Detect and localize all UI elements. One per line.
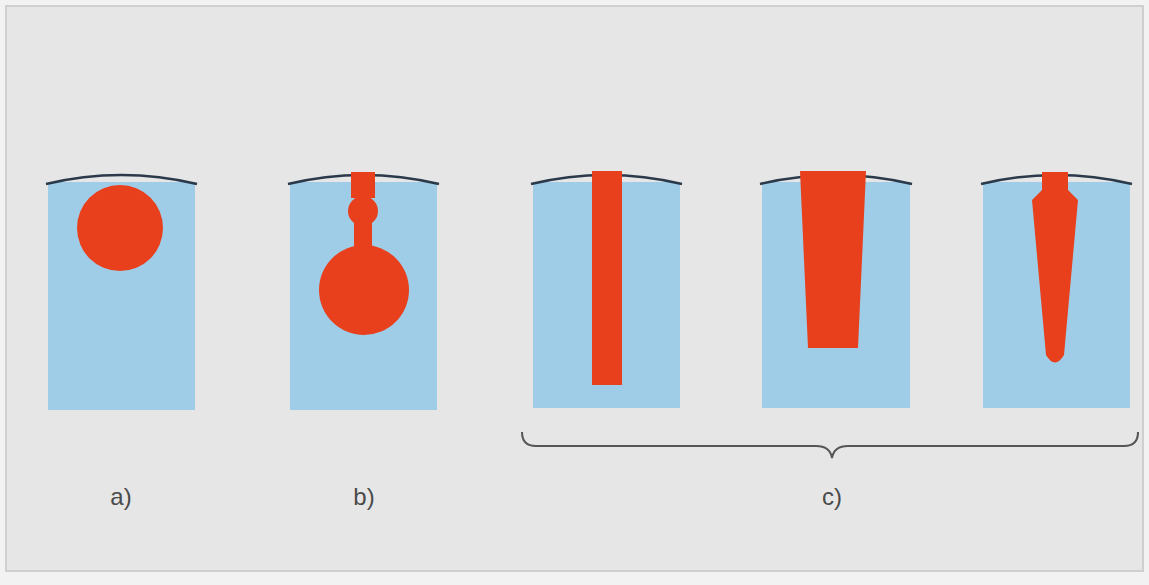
red-bulb	[319, 245, 409, 335]
surface-line	[46, 175, 197, 184]
red-sphere	[77, 185, 163, 271]
blue-block	[290, 182, 437, 410]
panel-b	[288, 172, 439, 410]
red-neck	[351, 172, 375, 198]
background-panel	[6, 6, 1143, 571]
panel-label: a)	[110, 485, 131, 509]
red-spike	[1032, 172, 1078, 363]
red-bar	[592, 171, 622, 385]
red-wedge	[800, 171, 866, 348]
blue-block	[48, 182, 195, 410]
panel-a	[46, 175, 197, 410]
panel-label: b)	[353, 485, 374, 509]
panel-c3	[981, 172, 1132, 408]
panel-c2	[760, 171, 912, 408]
panel-label: c)	[822, 485, 842, 509]
group-brace	[522, 432, 1138, 458]
panel-c1	[531, 171, 682, 408]
